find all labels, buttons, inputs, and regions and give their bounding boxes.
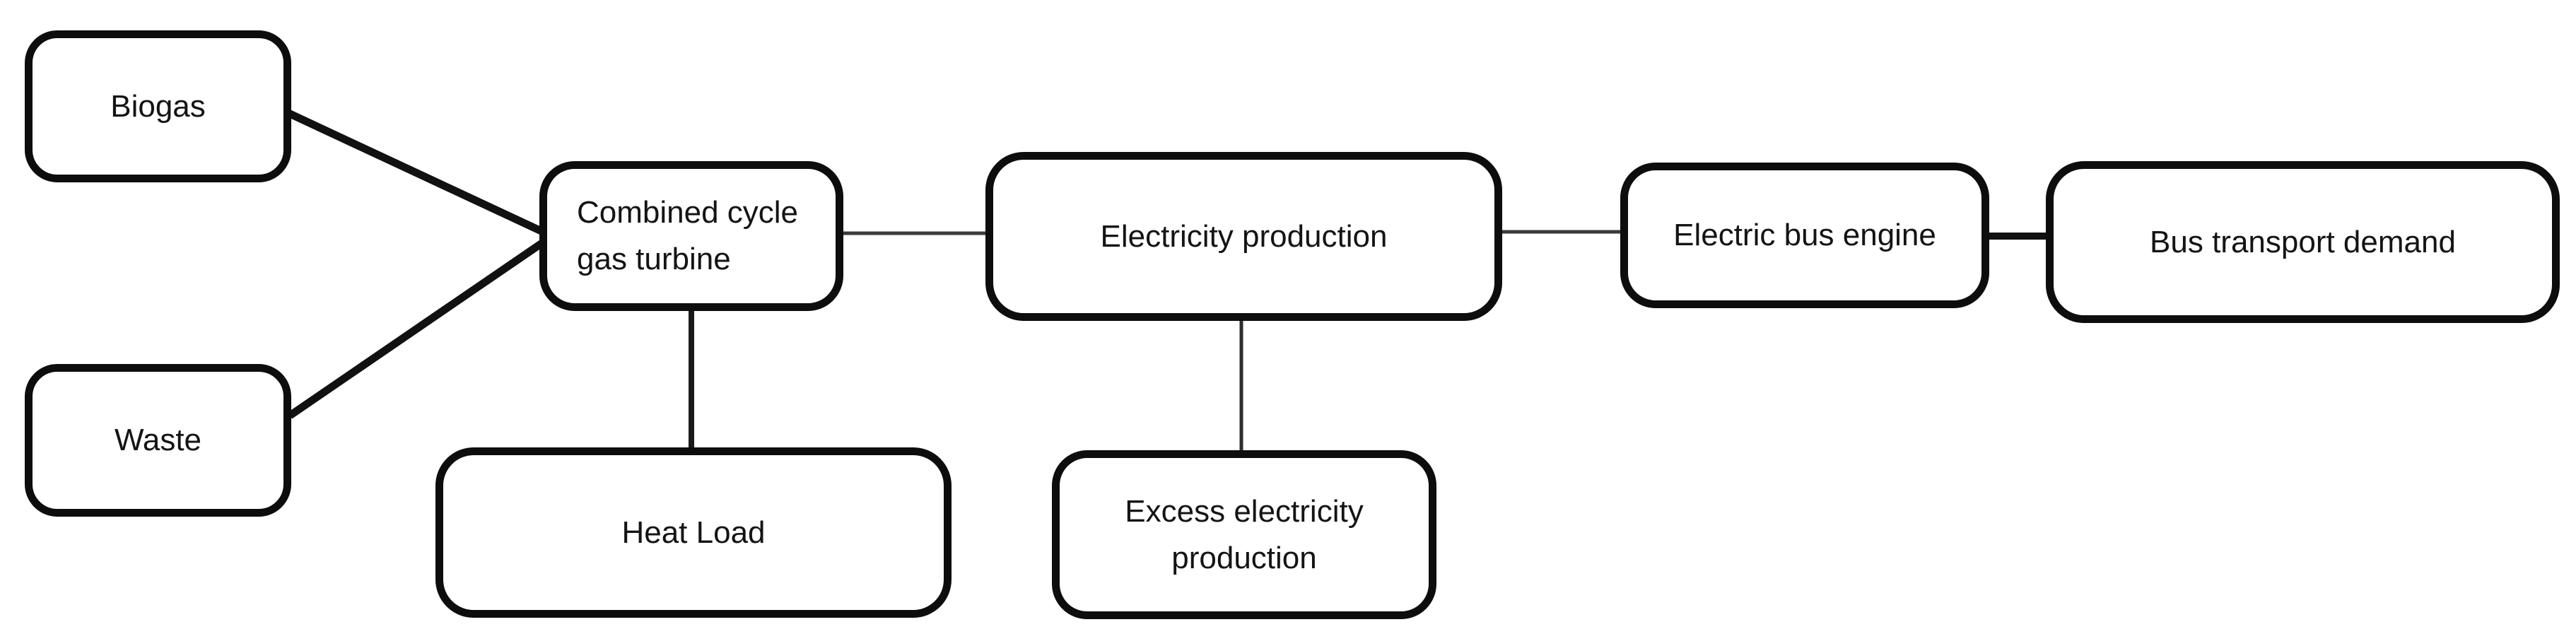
node-combined-cycle-gas-turbine-label: Combined cycle gas turbine <box>577 195 799 276</box>
node-bus-transport-demand: Bus transport demand <box>2046 161 2560 323</box>
edge-biogas-to-ccgt <box>286 110 545 235</box>
node-excess-electricity-production-label: Excess electricity production <box>1125 493 1364 575</box>
node-heat-load-label: Heat Load <box>621 515 766 550</box>
node-electric-bus-engine-label: Electric bus engine <box>1673 218 1936 252</box>
node-biogas-label: Biogas <box>110 88 206 124</box>
node-heat-load: Heat Load <box>435 447 952 618</box>
node-electricity-production: Electricity production <box>985 152 1502 321</box>
node-biogas: Biogas <box>25 30 291 182</box>
node-waste-label: Waste <box>114 423 202 457</box>
node-electricity-production-label: Electricity production <box>1100 218 1388 254</box>
node-electric-bus-engine: Electric bus engine <box>1620 163 1989 308</box>
node-excess-electricity-production: Excess electricity production <box>1052 450 1436 619</box>
node-combined-cycle-gas-turbine: Combined cycle gas turbine <box>539 161 843 311</box>
edge-waste-to-ccgt <box>287 239 546 419</box>
node-waste: Waste <box>25 364 291 517</box>
node-bus-transport-demand-label: Bus transport demand <box>2150 224 2456 259</box>
